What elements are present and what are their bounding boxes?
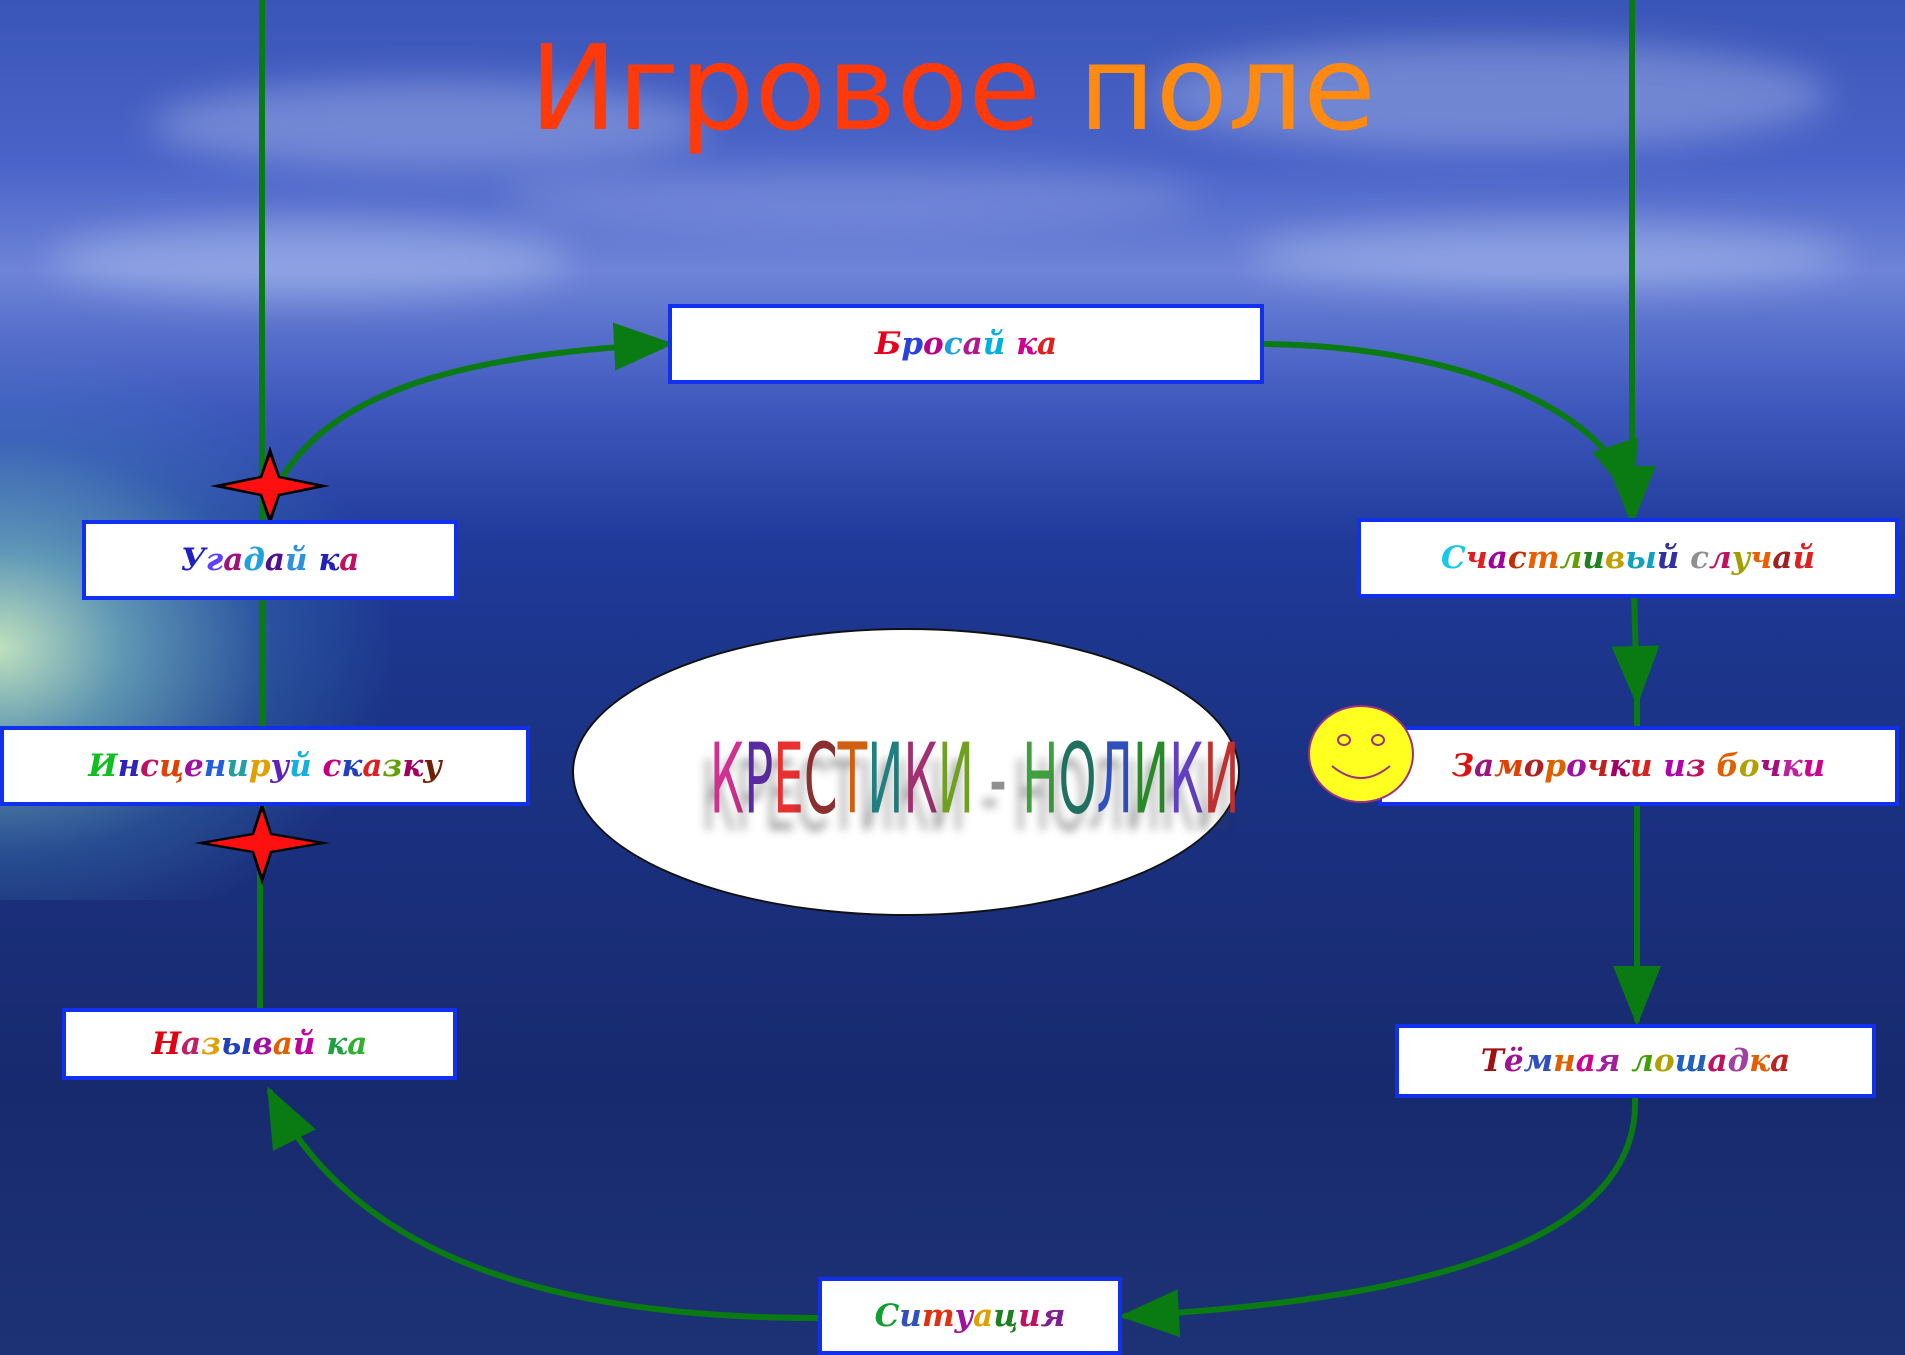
node-label: Ситуация [874,1298,1066,1334]
node-inscenirui-skazku[interactable]: Инсценируй сказку [0,726,530,806]
node-nazyvay-ka[interactable]: Называй ка [62,1008,457,1080]
game-name-wordart: КРЕСТИКИ - НОЛИКИ [709,723,1240,837]
cloud [500,160,1200,230]
cloud [150,80,710,170]
node-label: Угадай ка [180,542,360,578]
smiley-face-icon[interactable] [1306,704,1416,804]
node-ugaday-ka[interactable]: Угадай ка [82,520,458,600]
node-brosay-ka[interactable]: Бросай ка [668,304,1264,384]
title-word-1: Игровое [529,19,1041,157]
star-marker-icon [210,446,330,526]
sun-glow [0,340,400,900]
node-label: Тёмная лошадка [1480,1043,1791,1079]
node-label: Бросай ка [874,326,1058,362]
node-label: Называй ка [151,1026,368,1062]
cloud [50,220,570,300]
arrow-ugaday-to-brosay [279,322,674,481]
node-temnaya-loshadka[interactable]: Тёмная лошадка [1395,1024,1876,1098]
arrow-brosay-to-schastlivy [1262,341,1638,502]
node-label: Заморочки из бочки [1451,748,1826,784]
page-title: Игровое поле [0,18,1905,158]
node-label: Инсценируй сказку [88,748,442,784]
arrow-temnaya-to-situaciya [1119,1095,1639,1338]
center-ellipse [572,628,1240,916]
node-schastlivy-sluchay[interactable]: Счастливый случай [1357,518,1899,598]
star-marker-icon [194,801,330,885]
node-zamorochki-iz-bochki[interactable]: Заморочки из бочки [1378,726,1899,806]
cloud [1150,40,1830,150]
cloud [1250,220,1850,290]
node-situaciya[interactable]: Ситуация [818,1277,1122,1355]
arrow-situaciya-to-nazyvay [267,1086,821,1321]
title-word-2: поле [1078,19,1376,157]
node-label: Счастливый случай [1440,540,1816,576]
